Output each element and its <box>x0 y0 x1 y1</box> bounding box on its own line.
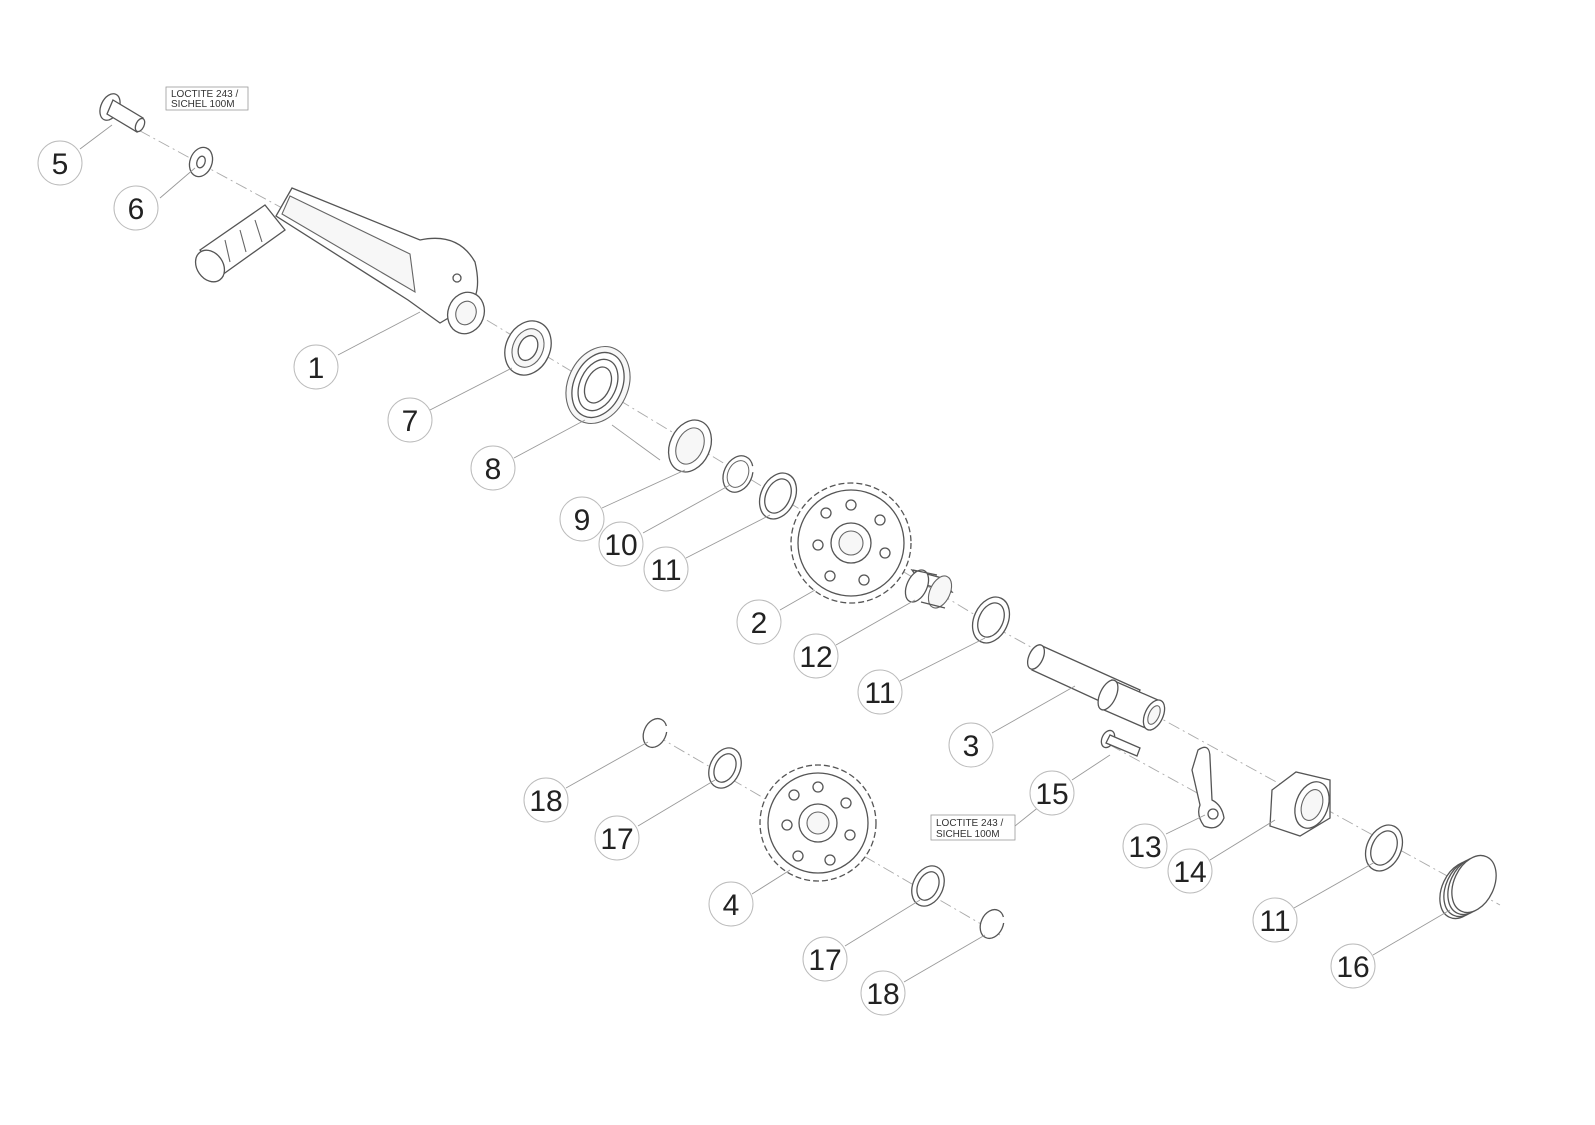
part-10-circlip <box>722 455 754 493</box>
callout-8: 8 <box>470 445 516 491</box>
callout-14: 14 <box>1167 848 1213 894</box>
callout-10: 10 <box>598 521 644 567</box>
callout-15: 15 <box>1029 770 1075 816</box>
loctite-note-top: LOCTITE 243 / SICHEL 100M <box>165 86 249 111</box>
callout-label: 3 <box>963 730 980 763</box>
callout-label: 7 <box>402 405 419 438</box>
callout-11-b: 11 <box>857 669 903 715</box>
part-16-spring <box>1439 854 1497 920</box>
part-3-kick-shaft <box>1026 644 1166 731</box>
part-18-circlip-b <box>979 908 1005 940</box>
callout-9: 9 <box>559 496 605 542</box>
note-line: LOCTITE 243 / <box>171 89 238 100</box>
callout-label: 2 <box>751 607 768 640</box>
callout-label: 8 <box>485 453 502 486</box>
part-6-washer <box>188 146 214 178</box>
part-7-shaft-seal <box>504 320 552 376</box>
callout-label: 11 <box>650 554 681 587</box>
note-line: LOCTITE 243 / <box>936 818 1003 829</box>
callout-11-c: 11 <box>1252 897 1298 943</box>
callout-label: 18 <box>529 785 562 818</box>
part-18-circlip-a <box>642 717 668 749</box>
callout-17-a: 17 <box>594 815 640 861</box>
callout-label: 1 <box>308 352 325 385</box>
callout-17-b: 17 <box>802 936 848 982</box>
part-5-pin <box>99 93 146 133</box>
callout-label: 12 <box>799 641 832 674</box>
callout-label: 11 <box>864 677 895 710</box>
part-4-idler-gear <box>759 764 877 882</box>
callout-7: 7 <box>387 397 433 443</box>
callout-label: 4 <box>723 889 740 922</box>
callout-label: 13 <box>1128 831 1161 864</box>
part-12-bushing <box>904 568 954 609</box>
callout-5: 5 <box>37 140 83 186</box>
callout-label: 5 <box>52 148 69 181</box>
callout-label: 17 <box>808 944 841 977</box>
callout-16: 16 <box>1330 943 1376 989</box>
part-17-washer-a <box>708 747 742 789</box>
callout-3: 3 <box>948 722 994 768</box>
callout-2: 2 <box>736 599 782 645</box>
callout-11-a: 11 <box>643 546 689 592</box>
callout-18-b: 18 <box>860 970 906 1016</box>
callout-label: 11 <box>1259 905 1290 938</box>
callout-4: 4 <box>708 881 754 927</box>
part-9-spring-guide <box>667 419 713 473</box>
callout-label: 10 <box>604 529 637 562</box>
callout-12: 12 <box>793 633 839 679</box>
callout-label: 17 <box>600 823 633 856</box>
loctite-note-bottom: LOCTITE 243 / SICHEL 100M <box>930 814 1016 841</box>
callout-label: 16 <box>1336 951 1369 984</box>
callout-label: 14 <box>1173 856 1206 889</box>
note-line: SICHEL 100M <box>171 99 235 110</box>
callout-13: 13 <box>1122 823 1168 869</box>
callout-label: 6 <box>128 193 145 226</box>
callout-label: 15 <box>1035 778 1068 811</box>
part-1-kick-lever <box>194 187 486 335</box>
callout-1: 1 <box>293 344 339 390</box>
part-17-washer-b <box>911 865 945 907</box>
part-14-ratchet-gear <box>1269 771 1331 837</box>
part-15-bolt <box>1100 729 1141 757</box>
part-11-washer-c <box>1364 824 1404 872</box>
part-11-washer-a <box>758 472 798 520</box>
part-13-ratchet <box>1191 746 1225 829</box>
leader-lines <box>79 124 1451 983</box>
callout-6: 6 <box>113 185 159 231</box>
callout-label: 9 <box>574 504 591 537</box>
callout-18-a: 18 <box>523 777 569 823</box>
part-11-washer-b <box>971 596 1011 644</box>
part-8-torsion-spring <box>565 346 661 461</box>
callout-label: 18 <box>866 978 899 1011</box>
part-2-kick-gear <box>790 482 912 604</box>
note-line: SICHEL 100M <box>936 829 1000 840</box>
